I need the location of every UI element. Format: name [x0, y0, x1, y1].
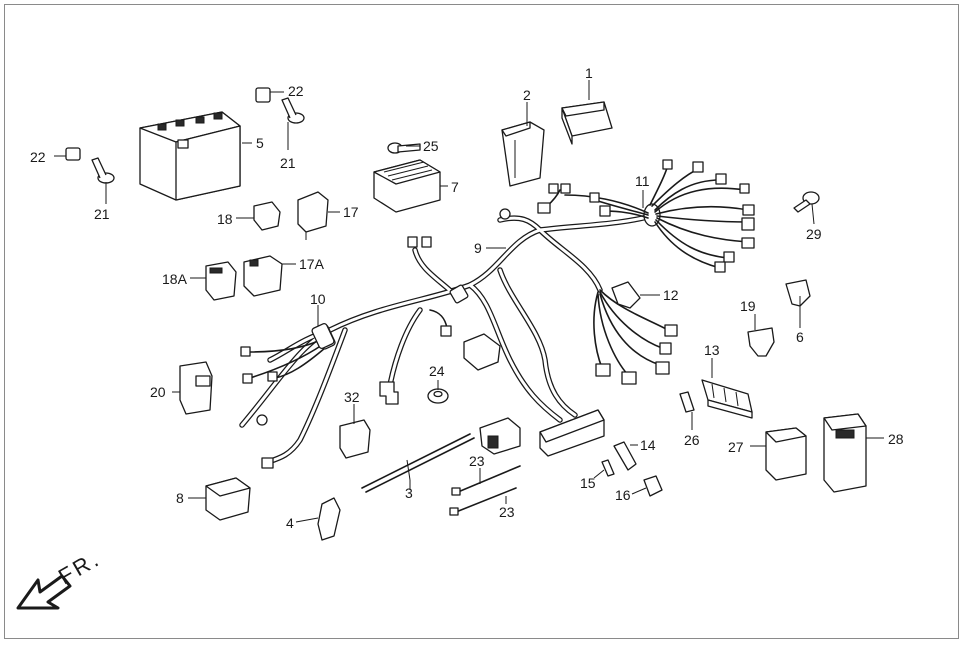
label-15: 15: [580, 475, 596, 491]
part-19-fuse[interactable]: [747, 327, 775, 357]
label-28: 28: [888, 431, 904, 447]
part-17a-relay[interactable]: [243, 255, 283, 297]
harness-branch-connectors-right: [593, 289, 678, 385]
part-29-screw[interactable]: [793, 191, 820, 213]
part-6-fuse[interactable]: [785, 279, 811, 307]
label-11: 11: [635, 173, 650, 189]
part-18a-relay[interactable]: [205, 261, 237, 301]
harness-connectors: [240, 208, 511, 469]
harness-main-block: [539, 409, 605, 457]
part-20-switch[interactable]: [179, 361, 213, 415]
front-arrow-icon: [16, 574, 72, 610]
label-22-left: 22: [30, 149, 46, 165]
label-16: 16: [615, 487, 631, 503]
part-5-battery[interactable]: [139, 111, 241, 201]
label-26: 26: [684, 432, 700, 448]
part-23-cable-tie-lower[interactable]: [449, 487, 517, 516]
part-2-control-unit[interactable]: [501, 121, 545, 187]
part-11-connector-bundle[interactable]: [537, 159, 755, 273]
part-10-connector[interactable]: [311, 322, 335, 350]
part-13-fuse-block[interactable]: [701, 379, 753, 419]
part-21-bolt-right[interactable]: [281, 97, 305, 124]
part-4-plug-cap[interactable]: [317, 497, 341, 541]
label-10: 10: [310, 291, 326, 307]
label-21-right: 21: [280, 155, 296, 171]
part-labels: 1 2 3 4 5 6 7 8 9 10 11 12 13 14 15 16 1…: [30, 65, 904, 531]
part-14-connector[interactable]: [613, 441, 637, 471]
label-13: 13: [704, 342, 720, 358]
label-14: 14: [640, 437, 656, 453]
label-24: 24: [429, 363, 445, 379]
label-6: 6: [796, 329, 804, 345]
label-18: 18: [217, 211, 233, 227]
part-8-flasher-relay[interactable]: [205, 477, 251, 521]
label-17a: 17A: [299, 256, 325, 272]
label-29: 29: [806, 226, 822, 242]
part-23-cable-tie-upper[interactable]: [451, 465, 521, 496]
label-2: 2: [523, 87, 531, 103]
harness-relay-holder: [463, 333, 501, 371]
label-12: 12: [663, 287, 679, 303]
front-direction-indicator: FR.: [16, 545, 105, 610]
label-18a: 18A: [162, 271, 188, 287]
label-4: 4: [286, 515, 294, 531]
part-22-nut-left[interactable]: [65, 147, 81, 161]
label-25: 25: [423, 138, 439, 154]
part-15-terminal[interactable]: [601, 459, 615, 477]
part-18-relay[interactable]: [253, 201, 281, 231]
part-22-nut-right[interactable]: [255, 87, 271, 103]
part-21-bolt-left[interactable]: [91, 157, 115, 184]
label-17: 17: [343, 204, 359, 220]
part-3-ignition-coil[interactable]: [361, 417, 521, 493]
part-26-fuse[interactable]: [679, 391, 695, 413]
label-8: 8: [176, 490, 184, 506]
diagram-border: [4, 4, 959, 639]
label-3: 3: [405, 485, 413, 501]
part-27-relay[interactable]: [765, 427, 807, 481]
label-23-lower: 23: [499, 504, 515, 520]
part-12-rubber-boot[interactable]: [611, 281, 641, 309]
part-32-relay[interactable]: [339, 419, 371, 459]
part-28-relay[interactable]: [823, 413, 867, 493]
part-16-terminal-cap[interactable]: [643, 475, 663, 497]
label-1: 1: [585, 65, 593, 81]
label-27: 27: [728, 439, 744, 455]
leader-lines: [54, 80, 884, 523]
label-20: 20: [150, 384, 166, 400]
part-17-relay[interactable]: [297, 191, 329, 240]
label-5: 5: [256, 135, 264, 151]
label-21-left: 21: [94, 206, 110, 222]
label-9: 9: [474, 240, 482, 256]
part-1-box-cover[interactable]: [561, 101, 613, 145]
part-7-regulator-rectifier[interactable]: [373, 159, 441, 213]
label-32: 32: [344, 389, 360, 405]
label-7: 7: [451, 179, 459, 195]
label-22-right: 22: [288, 83, 304, 99]
part-24-grommet[interactable]: [427, 388, 449, 404]
label-19: 19: [740, 298, 756, 314]
label-23-upper: 23: [469, 453, 485, 469]
front-label: FR.: [54, 545, 105, 589]
part-25-bolt[interactable]: [387, 142, 421, 154]
